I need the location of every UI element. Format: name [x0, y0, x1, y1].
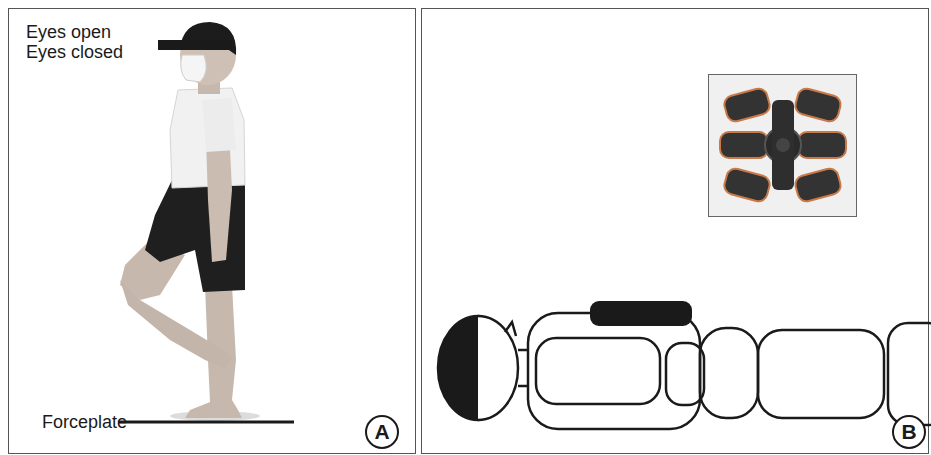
part-label: Forceplate — [42, 412, 127, 432]
panel-badge: A — [365, 415, 399, 449]
panel-frame — [9, 9, 416, 454]
ems-pad-bar — [590, 301, 692, 326]
panel-letter: A — [374, 421, 389, 443]
panel-badge: B — [892, 415, 926, 449]
person-figure — [120, 22, 260, 421]
ems-device-photo — [709, 75, 857, 217]
body-schematic — [438, 313, 931, 429]
panel-letter: B — [901, 421, 916, 443]
condition-label: Eyes open — [26, 22, 111, 42]
panel-frame — [422, 9, 929, 454]
forceplate-line — [118, 421, 294, 424]
condition-label: Eyes closed — [26, 42, 123, 62]
